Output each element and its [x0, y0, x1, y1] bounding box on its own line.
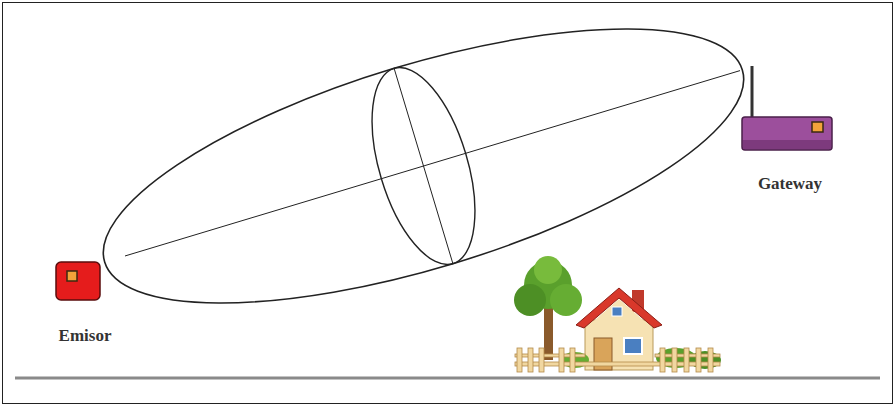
fresnel-zone	[75, 0, 772, 360]
line-of-sight	[125, 71, 740, 256]
gable	[588, 299, 650, 326]
tree-canopy	[550, 284, 582, 316]
gateway-shade	[743, 140, 831, 149]
roof	[576, 288, 662, 328]
device-label: Gateway	[758, 174, 822, 194]
device-label: Emisor	[59, 326, 112, 346]
emitter-icon	[56, 262, 100, 300]
antenna	[751, 66, 754, 120]
emitter-led	[67, 271, 77, 281]
tree-canopy	[514, 284, 546, 316]
emitter-body	[56, 262, 100, 300]
gateway-led	[812, 122, 823, 132]
tree-canopy	[534, 256, 562, 284]
attic-window	[612, 307, 622, 316]
emitter-node: Emisor	[45, 254, 125, 348]
house-scene	[514, 256, 721, 372]
fresnel-ellipse	[75, 0, 772, 360]
gateway-icon	[742, 66, 832, 150]
tree-trunk	[544, 305, 553, 360]
gateway-node: Gateway	[740, 60, 840, 196]
frame	[3, 3, 893, 404]
ground-line	[15, 377, 880, 380]
window	[624, 338, 642, 354]
fence	[515, 348, 720, 372]
gateway-body	[742, 117, 832, 150]
